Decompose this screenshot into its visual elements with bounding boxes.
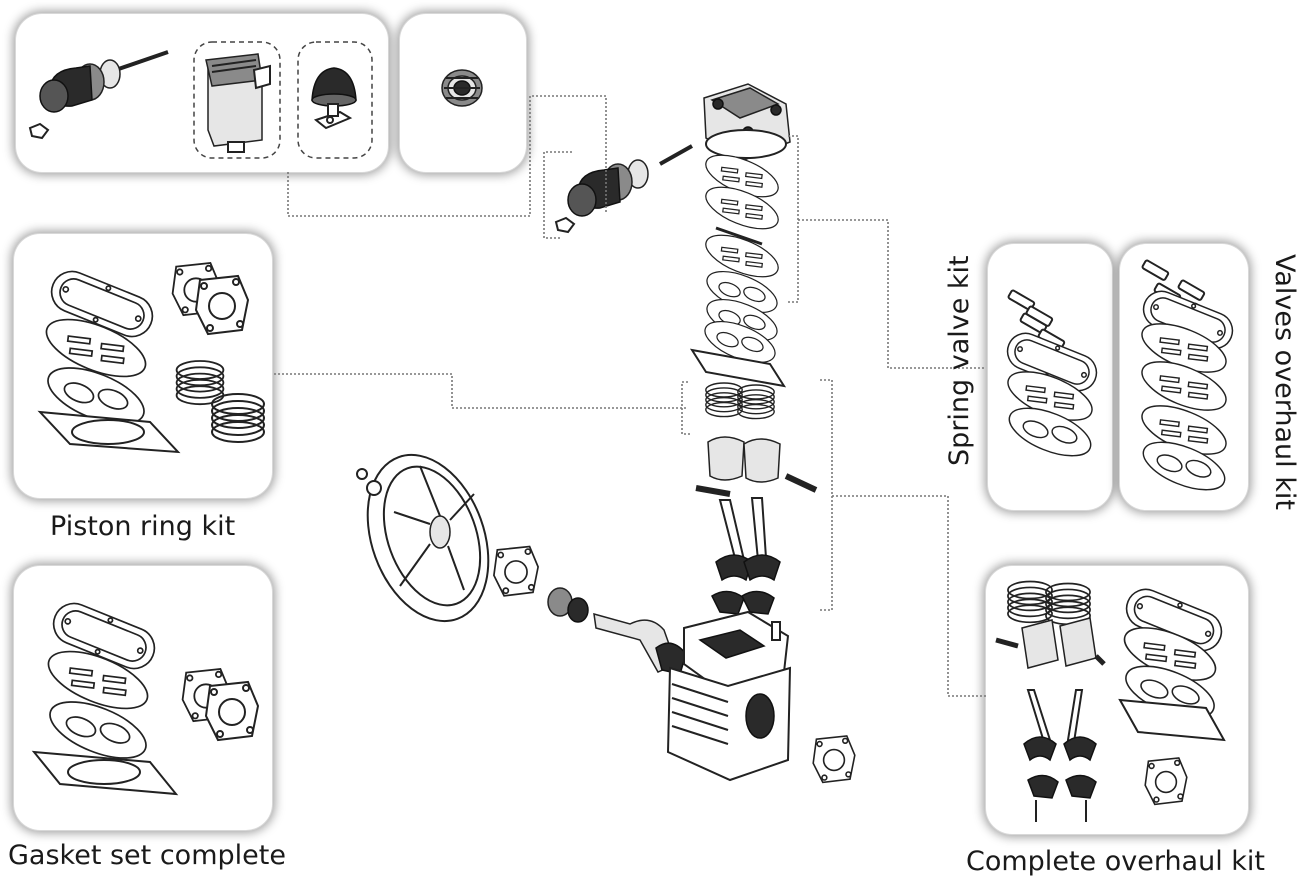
cylinder-head-art	[703, 83, 791, 161]
crankshaft-art	[493, 545, 687, 675]
valves-overhaul-kit-label: Valves overhaul kit	[1269, 254, 1300, 510]
piston-rings-art	[695, 382, 818, 497]
valve-plate-stack-art	[689, 146, 787, 388]
gasket-set-art	[31, 596, 259, 796]
valves-overhaul-kit-art	[1134, 258, 1239, 501]
air-filter-assembly-art	[28, 50, 169, 140]
spring-valve-kit-art	[1000, 288, 1103, 467]
crankcase-art	[666, 610, 856, 784]
silencer-dashed-frame	[193, 41, 281, 159]
spring-valve-kit-label: Spring valve kit	[944, 255, 975, 466]
leader-lines	[274, 95, 988, 697]
complete-overhaul-kit-art	[995, 580, 1228, 822]
gasket-set-complete-label: Gasket set complete	[8, 840, 286, 871]
complete-overhaul-kit-label: Complete overhaul kit	[966, 846, 1266, 877]
filter-cartridge-art	[441, 69, 483, 107]
piston-ring-kit-label: Piston ring kit	[50, 511, 236, 542]
flywheel-art	[356, 453, 490, 623]
connecting-rods-art	[711, 497, 781, 615]
breather-cap-art	[311, 67, 357, 130]
breather-cap-dashed-frame	[297, 41, 373, 159]
silencer-art	[205, 53, 271, 153]
intake-filter-art	[554, 144, 693, 234]
piston-ring-kit-art	[37, 262, 265, 454]
